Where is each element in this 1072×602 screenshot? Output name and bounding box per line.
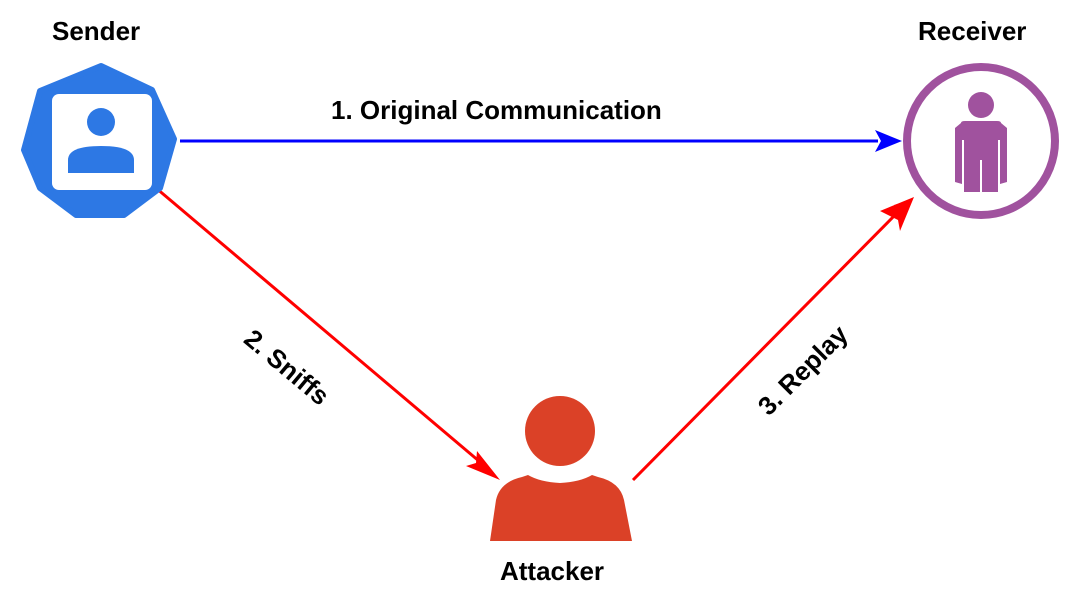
arrowhead-icon bbox=[875, 130, 902, 152]
edge-replay bbox=[631, 197, 914, 482]
receiver-label: Receiver bbox=[918, 16, 1027, 46]
attacker-label: Attacker bbox=[500, 556, 605, 586]
attacker-icon bbox=[490, 396, 632, 541]
arrowhead-icon bbox=[466, 451, 500, 480]
edge-sniffs bbox=[155, 186, 500, 480]
sender-label: Sender bbox=[52, 16, 141, 46]
edge-label-original-communication: 1. Original Communication bbox=[331, 95, 662, 125]
receiver-icon bbox=[903, 63, 1059, 219]
sender-icon bbox=[21, 63, 177, 218]
edge-original-communication bbox=[180, 130, 902, 152]
